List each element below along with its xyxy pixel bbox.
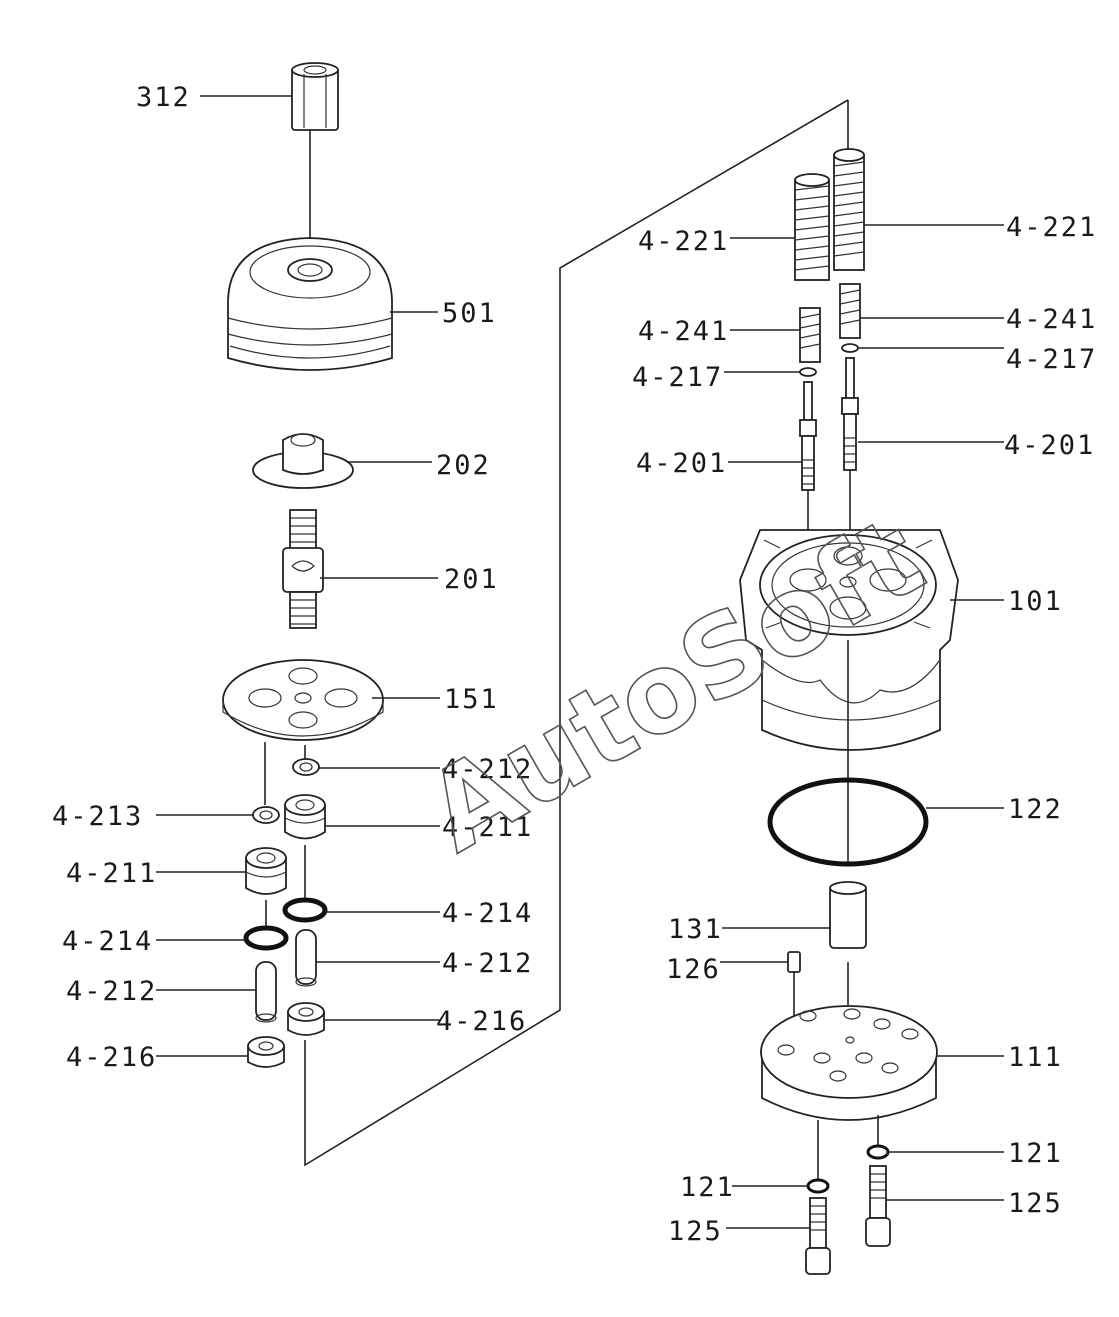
part-122-oring [767,777,929,867]
part-121-washer-right [866,1144,890,1160]
label-4-214-a: 4-214 [442,898,533,929]
part-125-bolt-right [865,1165,891,1247]
part-4-201-spool-right [841,357,859,471]
part-4-221-spring-right [833,148,865,271]
part-4-212-washer [292,758,320,776]
label-4-212-b: 4-212 [442,948,533,979]
label-111: 111 [1008,1042,1063,1073]
part-131-sleeve [829,881,867,949]
label-4-212-c: 4-212 [66,976,157,1007]
part-4-214-oring-left [243,925,289,951]
leader-lines [156,95,1004,1229]
part-4-214-oring-right [282,897,328,923]
part-4-211-spool-right [284,794,326,840]
label-4-217-b: 4-217 [1006,344,1097,375]
part-312-nut [291,62,339,131]
part-4-217-washer-right [841,343,859,353]
assembly-boundary [304,99,849,1167]
part-4-216-nut-right [287,1002,325,1036]
label-121-a: 121 [1008,1138,1063,1169]
part-4-201-spool-left [799,381,817,491]
part-111-cover [760,1005,938,1121]
label-4-216-b: 4-216 [66,1042,157,1073]
label-4-221-a: 4-221 [638,226,729,257]
label-312: 312 [136,82,191,113]
part-4-217-washer-left [799,367,817,377]
part-125-bolt-left [805,1197,831,1275]
part-201-shaft [282,509,324,629]
label-202: 202 [436,450,491,481]
part-501-boot [227,237,393,371]
label-4-217-a: 4-217 [632,362,723,393]
label-125-a: 125 [1008,1188,1063,1219]
part-126-pin [787,951,801,973]
label-131: 131 [668,914,723,945]
label-201: 201 [444,564,499,595]
label-122: 122 [1008,794,1063,825]
part-202-plate [252,433,354,489]
label-4-241-b: 4-241 [1006,304,1097,335]
label-4-201-a: 4-201 [636,448,727,479]
part-4-213-washer [252,806,280,824]
label-4-216-a: 4-216 [436,1006,527,1037]
part-4-241-spring-right [839,283,861,339]
label-4-212-a: 4-212 [442,754,533,785]
label-4-214-b: 4-214 [62,926,153,957]
part-101-casing [739,529,959,751]
part-4-221-spring-left [794,173,830,281]
label-125-b: 125 [668,1216,723,1247]
label-126: 126 [666,954,721,985]
label-501: 501 [442,298,497,329]
label-151: 151 [444,684,499,715]
part-4-216-nut-left [247,1036,285,1068]
part-4-241-spring-left [799,307,821,363]
label-121-b: 121 [680,1172,735,1203]
part-4-212-pin-right [295,929,317,987]
label-101: 101 [1008,586,1063,617]
label-4-211-a: 4-211 [442,812,533,843]
label-4-221-b: 4-221 [1006,212,1097,243]
part-4-211-spool-left [245,847,287,895]
part-151-plate [222,659,384,741]
label-4-241-a: 4-241 [638,316,729,347]
label-4-211-b: 4-211 [66,858,157,889]
label-4-201-b: 4-201 [1004,430,1095,461]
label-4-213: 4-213 [52,801,143,832]
part-121-washer-left [806,1178,830,1194]
part-4-212-pin-left [255,961,277,1023]
